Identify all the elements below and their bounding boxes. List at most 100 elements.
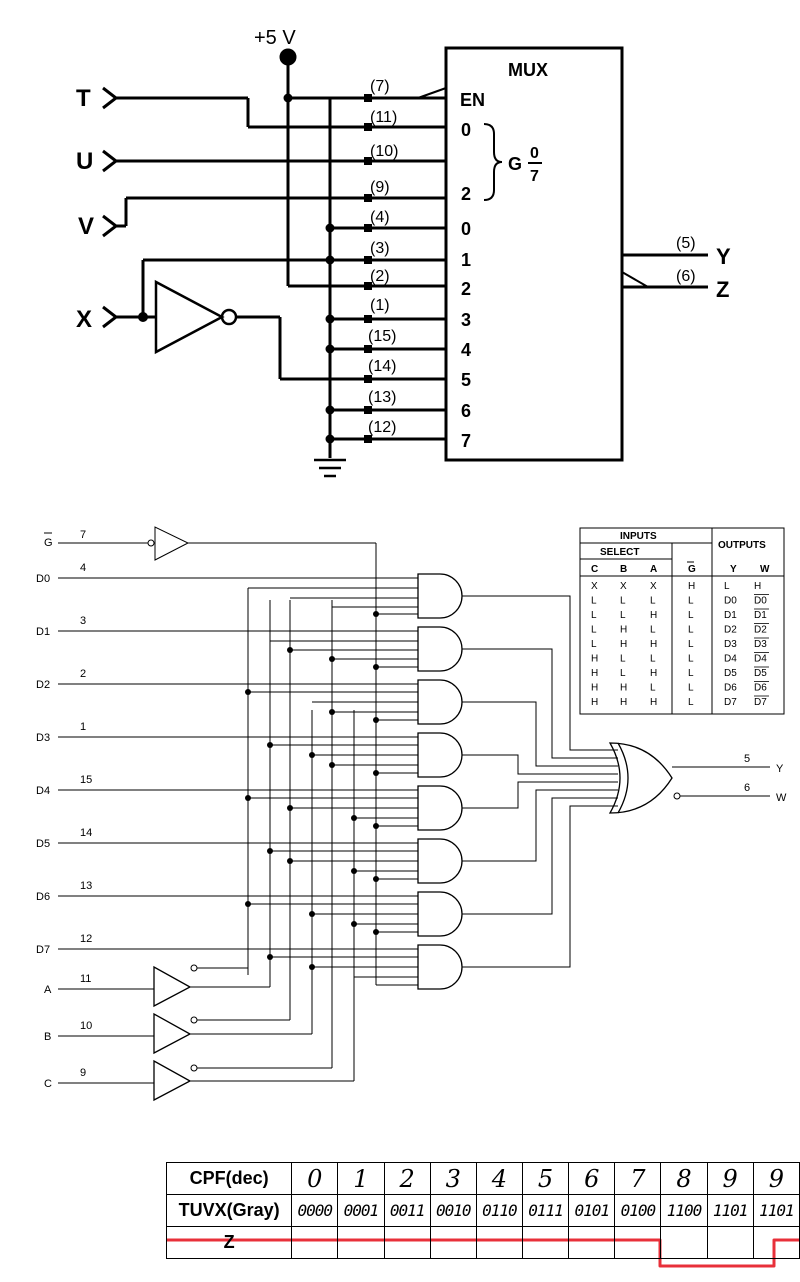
table-cell: D0 (724, 596, 737, 607)
cpf-cell: 1 (337, 1162, 385, 1195)
pin-number: (12) (368, 419, 396, 436)
mux-data-pin: 0 (461, 219, 471, 239)
table-cell: X (620, 581, 627, 592)
gray-cell: 0000 (291, 1194, 339, 1227)
pin-number: (7) (370, 78, 390, 95)
table-cell: H (591, 683, 598, 694)
mux-data-pin: 7 (461, 431, 471, 451)
select-pin: 10 (80, 1020, 92, 1032)
table-cell: L (688, 697, 694, 708)
and-gate (417, 679, 463, 725)
table-cell: D2 (724, 625, 737, 636)
connector-u (102, 149, 126, 173)
input-label-v: V (78, 213, 94, 240)
and-gate (417, 626, 463, 672)
mux-data-pin: 6 (461, 401, 471, 421)
data-pin: 13 (80, 880, 92, 892)
table-header-select: SELECT (600, 547, 639, 558)
supply-node (279, 48, 297, 66)
table-cell: L (620, 668, 626, 679)
table-cell: L (688, 639, 694, 650)
data-pin: 4 (80, 562, 86, 574)
data-label: D4 (36, 785, 50, 797)
data-pin: 2 (80, 668, 86, 680)
gray-cell: 0101 (568, 1194, 616, 1227)
mux-data-pin: 2 (461, 279, 471, 299)
table-cell: L (688, 625, 694, 636)
select-label: C (44, 1078, 52, 1090)
data-pin: 12 (80, 933, 92, 945)
pin-number: (13) (368, 389, 396, 406)
input-label-x: X (76, 306, 92, 333)
table-cell: L (724, 581, 730, 592)
mux-data-pin: 1 (461, 250, 471, 270)
data-label: D2 (36, 679, 50, 691)
table-cell: D1 (724, 610, 737, 621)
mux-group-den: 7 (530, 168, 539, 185)
table-column: W (760, 564, 770, 575)
table-cell: H (620, 697, 627, 708)
table-cell: D3 (724, 639, 737, 650)
output-label-z: Z (716, 277, 729, 302)
and-gate (417, 732, 463, 778)
select-label: A (44, 984, 52, 996)
table-cell: X (650, 581, 657, 592)
table-cell: H (591, 668, 598, 679)
and-gate (417, 944, 463, 990)
table-cell: L (591, 625, 597, 636)
output-label-y: Y (716, 244, 731, 269)
pin-number: (4) (370, 209, 390, 226)
table-cell: X (591, 581, 598, 592)
data-pin: 1 (80, 721, 86, 733)
cpf-cell: 8 (660, 1162, 708, 1195)
table-cell: L (650, 596, 656, 607)
and-gate (417, 573, 463, 619)
cpf-cell: 6 (568, 1162, 616, 1195)
output-pin: 5 (744, 753, 750, 765)
mux-select-brace (483, 123, 503, 201)
data-label: D3 (36, 732, 50, 744)
select-pin: 11 (80, 973, 91, 985)
mux-data-pin: 3 (461, 310, 471, 330)
data-pin: 3 (80, 615, 86, 627)
enable-pin: 7 (80, 529, 86, 541)
gray-cell: 1101 (706, 1194, 754, 1227)
table-column: A (650, 564, 657, 575)
and-gate (417, 838, 463, 884)
gray-cell: 0110 (475, 1194, 523, 1227)
or-gate (608, 742, 673, 814)
z-cell (521, 1226, 570, 1259)
data-pin: 15 (80, 774, 92, 786)
top-mux-schematic: +5 V T U V X (76, 27, 731, 478)
gray-cell: 1100 (660, 1194, 708, 1227)
table-cell: D2 (754, 625, 767, 636)
table-column: C (591, 564, 598, 575)
pin-number: (9) (370, 179, 390, 196)
z-cell (660, 1226, 708, 1259)
z-cell (291, 1226, 339, 1259)
cpf-cell: 2 (383, 1162, 431, 1195)
output-pin: 6 (744, 782, 750, 794)
cpf-cell: 0 (291, 1162, 339, 1195)
pin-number: (3) (370, 240, 390, 257)
row-label-gray: TUVX(Gray) (165, 1194, 293, 1227)
table-cell: D3 (754, 639, 767, 650)
pin-number: (14) (368, 358, 396, 375)
mux-group-num: 0 (530, 145, 539, 162)
gray-cell: 0001 (337, 1194, 385, 1227)
data-label: D5 (36, 838, 50, 850)
table-cell: H (754, 581, 761, 592)
table-cell: D6 (754, 683, 767, 694)
table-cell: H (650, 610, 657, 621)
table-cell: D5 (724, 668, 737, 679)
connector-t (102, 86, 126, 110)
table-cell: D4 (754, 654, 767, 665)
supply-label: +5 V (254, 27, 296, 49)
cpf-row: CPF(dec) 0 1 2 3 4 5 6 7 8 9 9 (165, 1162, 800, 1195)
table-cell: L (620, 610, 626, 621)
data-pin: 14 (80, 827, 92, 839)
connector-v (102, 214, 126, 238)
table-cell: D0 (754, 596, 767, 607)
